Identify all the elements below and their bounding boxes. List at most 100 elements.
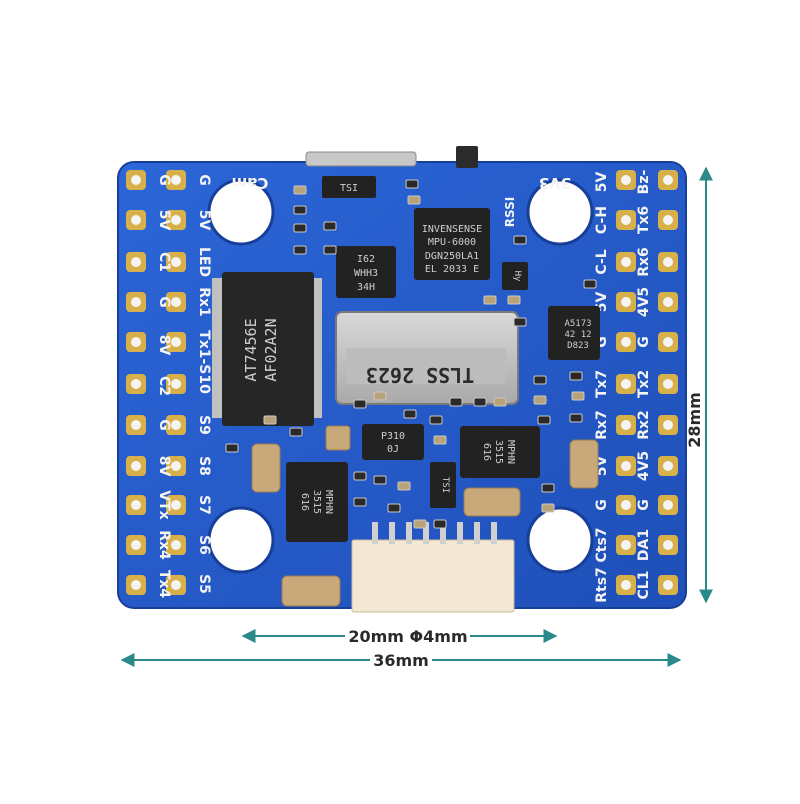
pad-hole: [131, 297, 141, 307]
smd-part: [387, 503, 401, 513]
smd-part: [293, 185, 307, 195]
smd-part: [353, 399, 367, 409]
pad-label: Tx6: [636, 206, 652, 234]
right-inner-labels: 5V C-H C-L 5V G Tx7 Rx7 5V G Cts7 Rts7: [594, 172, 610, 603]
pad-label: Tx7: [594, 370, 610, 398]
small-center-chip: P310 0J: [362, 424, 424, 460]
smd-part: [537, 415, 551, 425]
rssi-label: RSSI: [503, 197, 517, 227]
jst-pin: [457, 522, 463, 544]
smd-part: [263, 415, 277, 425]
mid-diode: TSI: [430, 462, 456, 508]
pad-label: C2: [156, 376, 172, 396]
pad-label: G: [636, 336, 652, 348]
smd-part: [293, 205, 307, 215]
smd-part: [541, 483, 555, 493]
dimension-height: 28mm: [685, 166, 713, 604]
pad-label: C-L: [594, 249, 610, 274]
smd-part: [225, 443, 239, 453]
small-chip-text: 0J: [387, 444, 399, 455]
jst-pin: [389, 522, 395, 544]
smd-part: [473, 397, 487, 407]
pad-hole: [131, 379, 141, 389]
pad-hole: [131, 337, 141, 347]
pad-label: Rts7: [594, 567, 610, 603]
pad-hole: [171, 500, 181, 510]
small-right-chip: Hy: [502, 262, 528, 290]
passive-components: [225, 179, 597, 529]
right-pads: [616, 170, 678, 595]
sd-card-slot: TLSS 2623: [335, 311, 519, 405]
regulator-chip: A5173 42 12 D823: [548, 306, 600, 360]
pad-hole: [131, 500, 141, 510]
pad-label: G: [594, 336, 610, 348]
pad-label: VTx: [156, 490, 172, 519]
smd-part: [433, 519, 447, 529]
mount-hole-tr: [526, 178, 594, 246]
mosfet-text: 616: [299, 493, 310, 511]
mount-hole-br: [526, 506, 594, 574]
capacitor: [463, 487, 521, 517]
pad-hole: [621, 461, 631, 471]
pad-hole: [171, 461, 181, 471]
mount-hole-tl: [207, 178, 275, 246]
pad-hole: [663, 461, 673, 471]
osd-chip: AT7456E AF02A2N: [212, 272, 322, 426]
smd-part: [373, 391, 387, 401]
mount-hole-bl: [207, 506, 275, 574]
pad-hole: [171, 379, 181, 389]
pad-hole: [621, 215, 631, 225]
pad-label: Tx1-S10: [196, 330, 212, 394]
pad-hole: [621, 379, 631, 389]
pad-label: Rx7: [594, 410, 610, 440]
pad-hole: [171, 297, 181, 307]
dimension-width-bottom: 36mm: [120, 650, 682, 670]
pad-label: 5V: [594, 172, 610, 193]
imu-text: MPU-6000: [428, 237, 476, 248]
boot-button: [456, 146, 478, 168]
smd-part: [429, 415, 443, 425]
capacitor: [569, 439, 599, 489]
smd-part: [407, 195, 421, 205]
pad-hole: [663, 337, 673, 347]
mosfet-text: 3515: [311, 490, 322, 514]
mosfet-text: MPHN: [505, 440, 516, 464]
pad-label: Rx6: [636, 247, 652, 277]
pad-hole: [621, 540, 631, 550]
pad-hole: [131, 257, 141, 267]
smd-part: [413, 519, 427, 529]
top-diode: TSI: [322, 176, 376, 198]
jst-pin: [440, 522, 446, 544]
small-right-text: Hy: [512, 271, 522, 282]
smd-part: [493, 397, 507, 407]
left-inner-labels: G 5V LED Rx1 Tx1-S10 S9 S8 S7 S6 S5: [196, 174, 212, 594]
pad-hole: [171, 257, 181, 267]
smd-part: [323, 245, 337, 255]
jst-connector: [351, 522, 515, 613]
smd-part: [569, 371, 583, 381]
smd-part: [483, 295, 497, 305]
pad-label: G: [156, 296, 172, 308]
mosfet-text: 3515: [493, 440, 504, 464]
smd-part: [513, 317, 527, 327]
mosfet-text: MPHN: [323, 490, 334, 514]
baro-text: WHH3: [354, 268, 378, 279]
mosfet-text: 616: [481, 443, 492, 461]
pad-label: S5: [196, 574, 212, 594]
smd-part: [533, 375, 547, 385]
pad-label: S6: [196, 535, 212, 555]
pad-hole: [131, 461, 141, 471]
pad-hole: [621, 580, 631, 590]
pad-label: G: [156, 174, 172, 186]
jst-pin: [423, 522, 429, 544]
pad-hole: [171, 175, 181, 185]
smd-part: [289, 427, 303, 437]
pad-hole: [621, 337, 631, 347]
osd-chip-text: AF02A2N: [262, 318, 280, 381]
dim-height-label: 28mm: [685, 392, 704, 448]
pad-hole: [171, 215, 181, 225]
pad-label: G: [196, 174, 212, 186]
smd-part: [533, 395, 547, 405]
pad-label: 5V: [196, 210, 212, 231]
pad-label: Tx4: [156, 570, 172, 599]
